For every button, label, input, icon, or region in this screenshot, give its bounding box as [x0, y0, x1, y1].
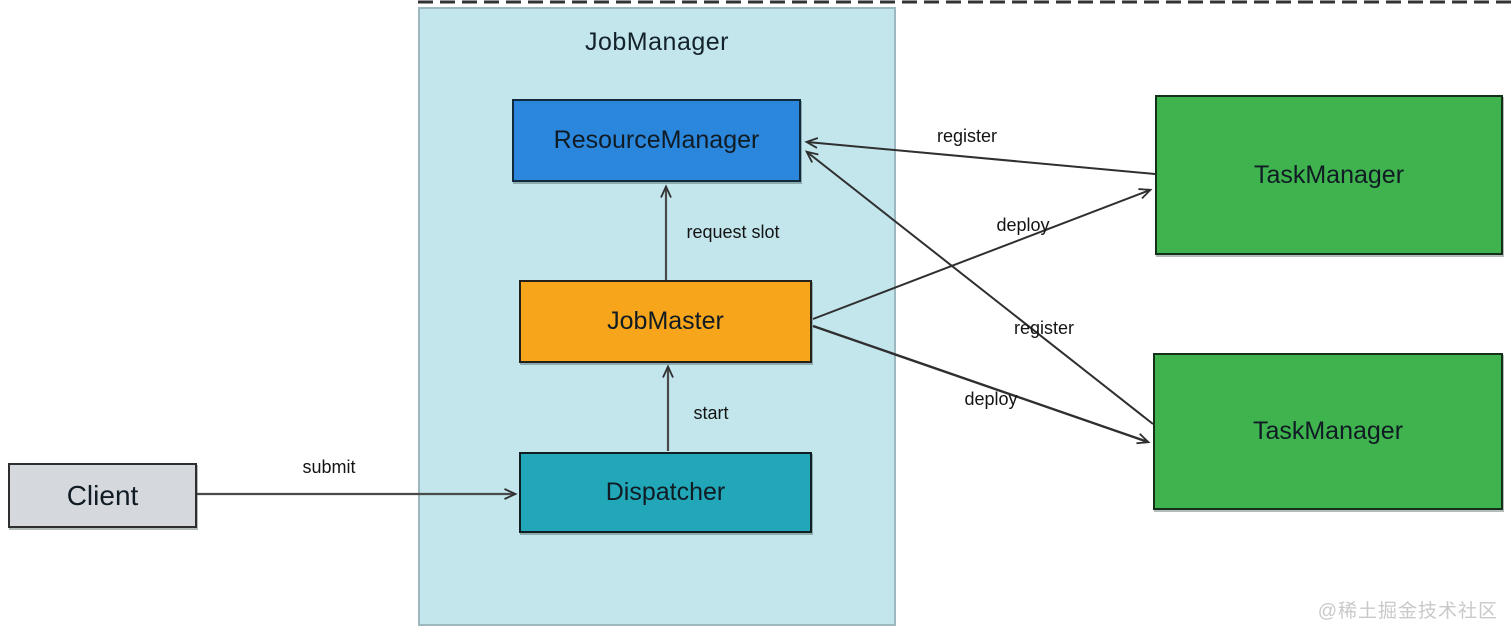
node-client-label: Client: [66, 479, 139, 511]
node-task-manager-2-label: TaskManager: [1252, 417, 1404, 445]
node-client: Client: [8, 463, 197, 528]
node-task-manager-1: TaskManager: [1155, 95, 1503, 255]
edge-label-request-slot: request slot: [686, 222, 780, 242]
edge-label-register-1: register: [936, 126, 998, 146]
jobmanager-container-title: JobManager: [585, 28, 729, 56]
node-task-manager-1-label: TaskManager: [1253, 160, 1405, 189]
edge-label-deploy-2: deploy: [964, 389, 1018, 409]
node-task-manager-2: TaskManager: [1153, 353, 1503, 510]
watermark: @稀土掘金技术社区: [1317, 601, 1498, 622]
node-dispatcher: Dispatcher: [519, 452, 812, 533]
node-dispatcher-label: Dispatcher: [605, 478, 726, 506]
node-job-master: JobMaster: [519, 280, 812, 363]
edge-label-deploy-1: deploy: [996, 215, 1050, 235]
node-resource-manager-label: ResourceManager: [553, 126, 760, 154]
edge-label-submit: submit: [302, 457, 356, 477]
node-resource-manager: ResourceManager: [512, 99, 801, 182]
edge-label-register-2: register: [1013, 318, 1075, 338]
node-job-master-label: JobMaster: [607, 307, 724, 335]
edge-label-start: start: [693, 403, 729, 423]
